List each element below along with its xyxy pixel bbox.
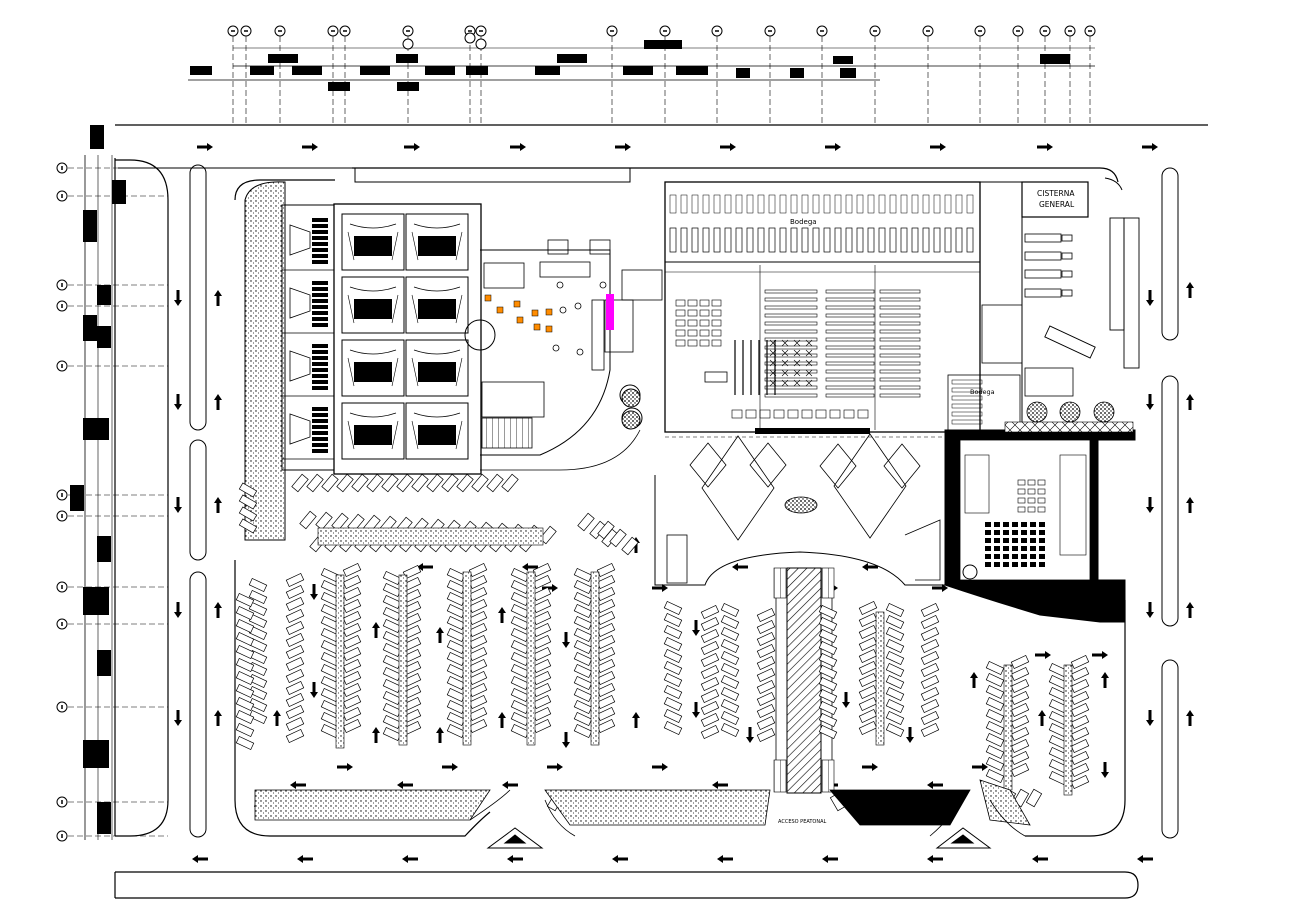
perimeter-road — [114, 124, 1208, 899]
trees — [621, 388, 641, 430]
bodega-right-label: Bodega — [970, 388, 995, 396]
bodega-top-label: Bodega — [790, 218, 817, 226]
service-area: CISTERNA GENERAL Bodega — [947, 177, 1140, 433]
west-landscape — [244, 181, 286, 541]
left-dimension-ruler — [56, 125, 168, 842]
hypermarket: Bodega — [664, 181, 981, 434]
restaurant-block — [944, 401, 1136, 623]
traffic-arrows — [174, 143, 1194, 863]
top-dimension-ruler — [188, 25, 1096, 125]
central-plaza — [654, 431, 946, 586]
acceso-peatonal-label: ACCESO PEATONAL — [778, 819, 827, 825]
south-landscape — [254, 779, 1031, 849]
pedestrian-walkway: ACCESO PEATONAL — [773, 567, 835, 825]
median-islands — [118, 164, 1179, 839]
cisterna-label-line2: GENERAL — [1039, 200, 1075, 209]
cinema-block — [281, 203, 482, 475]
cisterna-label-line1: CISTERNA — [1037, 189, 1075, 198]
food-court — [464, 239, 663, 471]
